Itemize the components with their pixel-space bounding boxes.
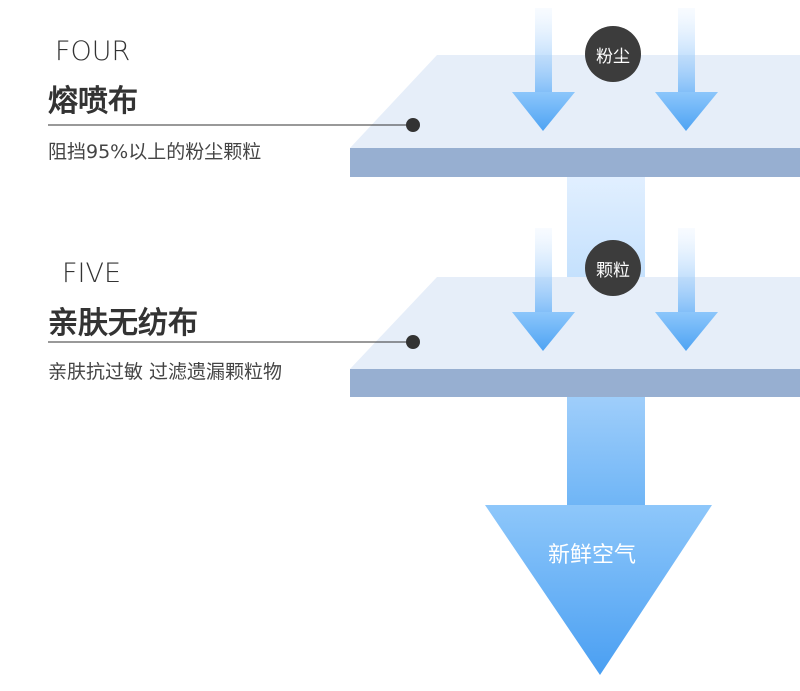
- callout-dot: [406, 118, 420, 132]
- layer-four-number: FOUR: [55, 36, 131, 67]
- layer-four-description: 阻挡95%以上的粉尘颗粒: [48, 141, 262, 163]
- layer-five-description: 亲肤抗过敏 过滤遗漏颗粒物: [48, 361, 283, 383]
- callout-dot: [406, 335, 420, 349]
- down-arrow-icon: [655, 228, 718, 351]
- layer-four-name: 熔喷布: [48, 84, 138, 119]
- down-arrow-icon: [512, 228, 575, 351]
- layer-four-side: [350, 148, 800, 177]
- layer-five-top: [350, 277, 800, 369]
- layer-five-name: 亲肤无纺布: [48, 306, 198, 341]
- down-arrow-icon: [655, 8, 718, 131]
- layer-five-number: FIVE: [62, 258, 122, 289]
- dust-badge: 粉尘: [585, 26, 641, 82]
- fresh-air-arrow: [485, 505, 712, 675]
- down-arrow-icon: [512, 8, 575, 131]
- layer-four-top: [350, 55, 800, 148]
- layer-five-side: [350, 369, 800, 397]
- particle-badge: 颗粒: [585, 240, 641, 296]
- fresh-air-label: 新鲜空气: [548, 543, 637, 568]
